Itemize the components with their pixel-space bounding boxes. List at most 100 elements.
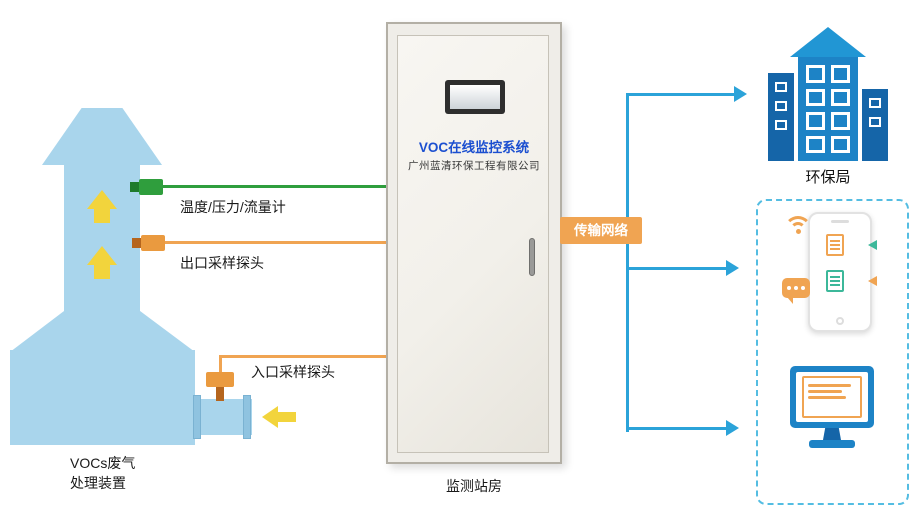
fitting-body bbox=[141, 235, 165, 251]
flow-meter-fitting bbox=[130, 179, 163, 195]
wifi-arc bbox=[790, 222, 806, 238]
transfer-arrow-icon bbox=[868, 240, 877, 250]
building-window bbox=[869, 117, 881, 127]
monitor-stand-base bbox=[809, 440, 855, 448]
pipe-flange-icon bbox=[243, 395, 251, 439]
chimney-roof bbox=[42, 108, 162, 165]
outlet-probe-line bbox=[162, 241, 388, 244]
phone-home-button bbox=[836, 317, 844, 325]
building-main-tower bbox=[796, 57, 860, 161]
monitor-screen-content bbox=[796, 372, 868, 422]
phone-body bbox=[808, 212, 872, 332]
bureau-label: 环保局 bbox=[805, 169, 851, 186]
network-line-trunk bbox=[626, 94, 629, 432]
network-tag: 传输网络 bbox=[560, 217, 642, 244]
doc-line bbox=[830, 240, 840, 242]
network-line-bureau bbox=[626, 93, 736, 96]
monitoring-cabinet: VOC在线监控系统 广州蓝清环保工程有限公司 bbox=[386, 22, 562, 464]
inlet-pipe bbox=[196, 399, 252, 435]
cabinet-caption: 监测站房 bbox=[446, 478, 502, 494]
building-window bbox=[806, 65, 825, 83]
fitting-body bbox=[139, 179, 163, 195]
building-window bbox=[775, 82, 787, 92]
doc-line bbox=[830, 244, 840, 246]
cabinet-display-icon bbox=[445, 80, 505, 114]
building-window bbox=[869, 98, 881, 108]
transfer-arrow-icon bbox=[868, 276, 877, 286]
building-left-wing bbox=[768, 73, 794, 161]
monitor-stand-neck bbox=[823, 428, 841, 440]
building-window bbox=[831, 88, 850, 106]
document-icon bbox=[826, 270, 844, 292]
doc-line bbox=[830, 280, 840, 282]
wifi-arc bbox=[784, 216, 812, 244]
doc-line bbox=[830, 284, 840, 286]
building-window bbox=[831, 112, 850, 130]
document-icon bbox=[826, 234, 844, 256]
chimney-stack bbox=[64, 163, 140, 313]
chat-tail bbox=[787, 297, 793, 304]
cabinet-handle-icon bbox=[529, 238, 535, 276]
chat-dot bbox=[794, 286, 798, 290]
building-right-wing bbox=[862, 89, 888, 161]
inlet-flow-arrow-icon bbox=[262, 406, 298, 428]
outlet-probe-fitting bbox=[132, 235, 165, 251]
network-arrow-monitor-icon bbox=[726, 420, 739, 436]
inlet-probe-line bbox=[219, 355, 388, 358]
fitting-stem bbox=[130, 182, 139, 192]
building-window bbox=[775, 120, 787, 130]
inlet-probe-line-drop bbox=[219, 355, 222, 374]
chat-bubble-icon bbox=[782, 278, 810, 304]
monitor-alert-panel bbox=[802, 376, 862, 418]
network-arrow-bureau-icon bbox=[734, 86, 747, 102]
building-window bbox=[806, 135, 825, 153]
chat-dot bbox=[801, 286, 805, 290]
phone-app-icon bbox=[780, 212, 884, 336]
network-line-phone bbox=[626, 267, 728, 270]
cabinet-company: 广州蓝清环保工程有限公司 bbox=[408, 160, 540, 172]
arrow-stem bbox=[278, 412, 296, 422]
inlet-probe-stem bbox=[216, 387, 224, 401]
panel-line bbox=[808, 384, 852, 387]
panel-line bbox=[808, 390, 842, 393]
device-caption-line1: VOCs废气 bbox=[70, 455, 136, 471]
device-caption-line2: 处理装置 bbox=[70, 475, 126, 492]
monitor-icon bbox=[790, 366, 874, 468]
inlet-probe-label: 入口采样探头 bbox=[251, 364, 335, 380]
building-window bbox=[806, 88, 825, 106]
chat-dot bbox=[787, 286, 791, 290]
building-window bbox=[775, 101, 787, 111]
inlet-probe-fitting bbox=[206, 372, 234, 387]
building-window bbox=[806, 112, 825, 130]
building-roof bbox=[790, 27, 866, 57]
chimney-base bbox=[10, 350, 195, 445]
flow-meter-line bbox=[160, 185, 388, 188]
network-arrow-phone-icon bbox=[726, 260, 739, 276]
doc-line bbox=[830, 276, 840, 278]
arrow-stem bbox=[94, 209, 110, 223]
network-line-monitor bbox=[626, 427, 728, 430]
bureau-building-icon bbox=[762, 27, 894, 167]
building-window bbox=[831, 65, 850, 83]
building-window bbox=[831, 135, 850, 153]
outlet-probe-label: 出口采样探头 bbox=[180, 255, 264, 271]
arrow-triangle bbox=[87, 190, 117, 209]
device-caption: VOCs废气 处理装置 bbox=[70, 453, 135, 494]
fitting-stem bbox=[132, 238, 141, 248]
exhaust-up-arrow-icon bbox=[87, 190, 117, 224]
arrow-triangle bbox=[262, 406, 278, 428]
flow-meter-label: 温度/压力/流量计 bbox=[180, 199, 286, 215]
client-panel bbox=[756, 199, 909, 505]
phone-speaker bbox=[831, 220, 849, 223]
exhaust-up-arrow-icon bbox=[87, 246, 117, 280]
cabinet-display-screen bbox=[450, 85, 500, 109]
wifi-icon bbox=[784, 216, 814, 242]
arrow-triangle bbox=[87, 246, 117, 265]
wifi-dot bbox=[796, 229, 801, 234]
monitor-screen bbox=[790, 366, 874, 428]
doc-line bbox=[830, 248, 840, 250]
arrow-stem bbox=[94, 265, 110, 279]
pipe-flange-icon bbox=[193, 395, 201, 439]
panel-line bbox=[808, 396, 847, 399]
